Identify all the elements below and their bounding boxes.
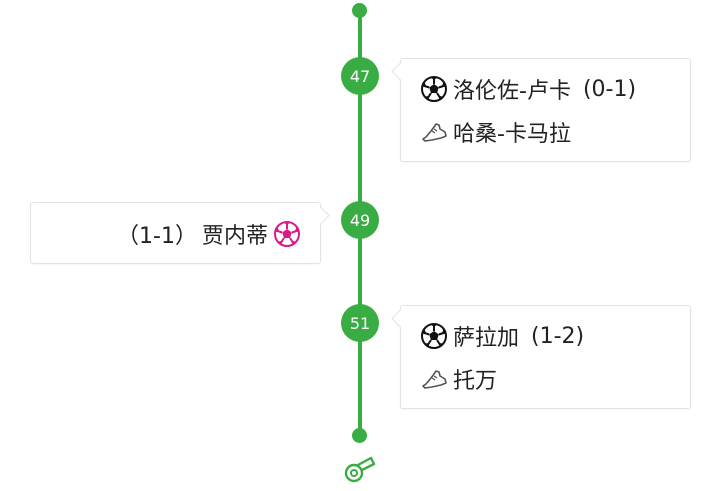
soccer-ball-icon bbox=[421, 76, 447, 102]
card-pointer bbox=[391, 62, 410, 81]
scorer-name: 萨拉加 bbox=[453, 326, 520, 351]
boot-icon bbox=[422, 370, 447, 389]
event-card-47[interactable]: 洛伦佐-卢卡 (0-1) 哈桑-卡马拉 bbox=[391, 58, 691, 162]
assist-name: 托万 bbox=[453, 369, 498, 394]
score: （1-1） bbox=[117, 224, 197, 249]
minute-marker-49[interactable]: 49 bbox=[341, 201, 379, 239]
event-card-51[interactable]: 萨拉加 (1-2) 托万 bbox=[391, 305, 691, 409]
assist-row: 托万 bbox=[420, 363, 497, 395]
goal-row: 萨拉加 (1-2) bbox=[420, 320, 584, 352]
scorer-name: 洛伦佐-卢卡 bbox=[453, 79, 571, 104]
timeline-end-dot bbox=[352, 428, 367, 443]
timeline-start-dot bbox=[352, 3, 367, 18]
score: (1-2) bbox=[531, 323, 585, 349]
soccer-ball-icon bbox=[274, 221, 300, 247]
soccer-ball-icon bbox=[421, 323, 447, 349]
card-pointer bbox=[391, 309, 410, 328]
scorer-name: 贾内蒂 bbox=[201, 224, 268, 249]
event-card-49[interactable]: （1-1） 贾内蒂 bbox=[30, 202, 330, 264]
minute-marker-47[interactable]: 47 bbox=[341, 57, 379, 95]
score: (0-1) bbox=[582, 76, 637, 102]
minute-marker-51[interactable]: 51 bbox=[341, 304, 379, 342]
assist-name: 哈桑-卡马拉 bbox=[453, 122, 571, 147]
goal-row: 洛伦佐-卢卡 (0-1) bbox=[420, 73, 636, 105]
assist-row: 哈桑-卡马拉 bbox=[420, 116, 571, 148]
whistle-icon bbox=[344, 456, 376, 483]
goal-row: （1-1） 贾内蒂 bbox=[117, 218, 301, 250]
card-pointer bbox=[311, 206, 330, 225]
boot-icon bbox=[422, 123, 447, 142]
